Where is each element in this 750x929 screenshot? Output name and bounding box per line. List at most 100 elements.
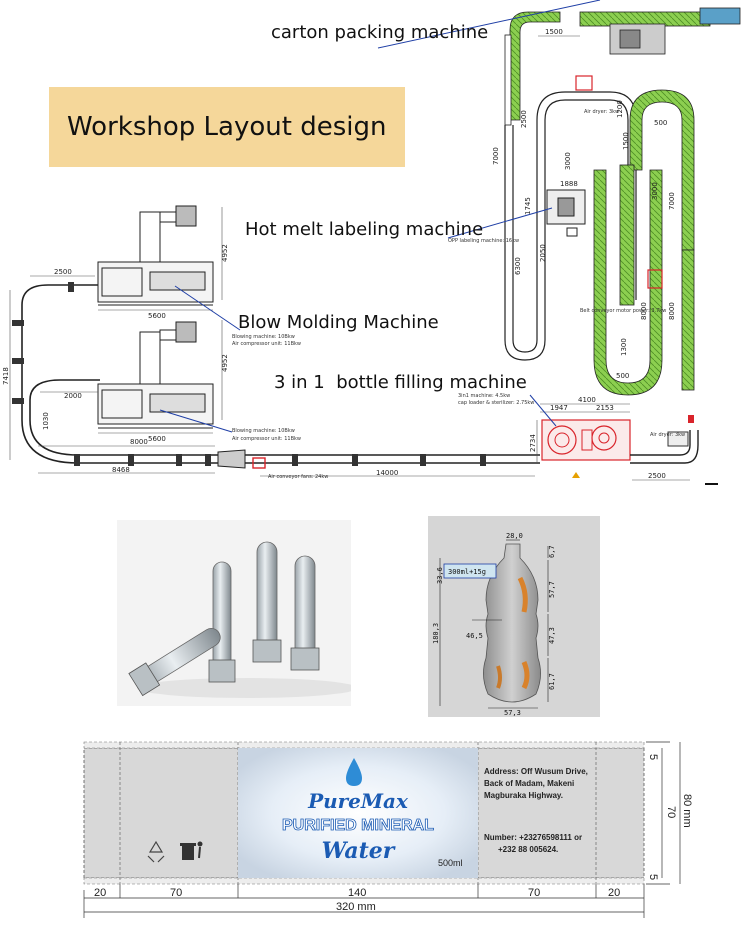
bottle-dim-61-7: 61,7 — [548, 673, 556, 690]
water-label-template: PureMax PURIFIED MINERAL Water 500ml Add… — [83, 741, 693, 918]
dim-seg-5: 20 — [608, 887, 620, 899]
note-filling-a: 3in1 machine: 4.5kw — [458, 393, 510, 399]
dim-5600-a: 5600 — [148, 312, 166, 320]
bottle-dim-33-6: 33,6 — [436, 567, 444, 584]
dim-margin-bottom: 5 — [647, 874, 659, 880]
workshop-layout-drawing: 2500 5600 5600 4952 4952 2000 8000 8468 … — [2, 0, 741, 485]
carton-packing-machine — [579, 7, 741, 55]
note-dryer2: Air dryer: 3kw — [650, 432, 685, 438]
dim-7000-b: 7000 — [668, 192, 676, 210]
air-dryer-box — [667, 431, 689, 447]
brand-puremax: PureMax — [307, 789, 409, 813]
recycle-icon — [147, 840, 165, 863]
filling-machine — [541, 419, 631, 478]
dim-height: 80 mm — [681, 794, 693, 828]
phone-line-2: +232 88 005624. — [498, 845, 558, 854]
preform-tube-1 — [208, 561, 236, 683]
white-conveyor-loop — [504, 91, 637, 361]
dim-seg-4: 70 — [528, 887, 540, 899]
dim-2734: 2734 — [529, 434, 537, 452]
dim-2500-c: 2500 — [520, 110, 528, 128]
dim-7418: 7418 — [2, 367, 10, 385]
preform-tube-2 — [252, 541, 282, 663]
dim-8468: 8468 — [112, 466, 130, 474]
dim-inner-height: 70 — [665, 806, 677, 818]
callout-lines — [159, 0, 601, 433]
dim-8000-b: 8000 — [668, 302, 676, 320]
label-filling-machine: 3 in 1 bottle filling machine — [274, 372, 527, 393]
label-carton-packing: carton packing machine — [271, 22, 488, 43]
dim-1200: 1200 — [616, 100, 624, 118]
note-labeling: OPP labeling machine: 16kw — [448, 238, 519, 244]
bottle-dim-57-7: 57,7 — [548, 581, 556, 598]
label-hot-melt-labeling: Hot melt labeling machine — [245, 219, 483, 240]
dim-14000: 14000 — [376, 469, 398, 477]
label-blow-molding: Blow Molding Machine — [238, 312, 439, 333]
bottle-dim-46-5: 46,5 — [466, 632, 483, 640]
dim-1947: 1947 — [550, 404, 568, 412]
dim-seg-3: 140 — [348, 887, 366, 899]
dim-seg-2: 70 — [170, 887, 182, 899]
air-dryer-1 — [575, 75, 593, 91]
note-blow2b: Air compressor unit: 11Bkw — [232, 341, 301, 347]
dim-1500-b: 1500 — [622, 132, 630, 150]
note-belt: Belt conveyor motor power: 3.7kw — [580, 308, 666, 314]
green-conveyor-left-loop — [504, 11, 561, 126]
red-marker — [688, 415, 694, 423]
dim-3000: 3000 — [564, 152, 572, 170]
dim-1745: 1745 — [524, 197, 532, 215]
note-fans: Air conveyor fans: 24kw — [268, 474, 328, 480]
phone-line-1: Number: +23276598111 or — [484, 833, 582, 842]
address-line-1: Address: Off Wusum Drive, — [484, 767, 588, 776]
dim-7000: 7000 — [492, 147, 500, 165]
dim-1888: 1888 — [560, 180, 578, 188]
green-conveyor-right-loop — [593, 89, 695, 396]
dim-1030: 1030 — [42, 412, 50, 430]
belt-conveyor-motor — [647, 269, 663, 289]
blow-molding-machine-1 — [97, 205, 214, 306]
dim-1500: 1500 — [545, 28, 563, 36]
air-fan-red-box — [252, 457, 266, 469]
labeling-machine — [546, 189, 586, 237]
bottle-dim-180-3: 180,3 — [432, 623, 440, 644]
dim-2500-b: 2500 — [648, 472, 666, 480]
note-blow1b: Air compressor unit: 11Bkw — [232, 436, 301, 442]
note-filling-b: cap loader & sterilizer: 2.75kw — [458, 400, 534, 406]
bottle-dim-28: 28,0 — [506, 532, 523, 540]
bottle-dim-47-3: 47,3 — [548, 627, 556, 644]
dim-6300: 6300 — [514, 257, 522, 275]
dim-500-a: 500 — [654, 119, 667, 127]
dim-2500: 2500 — [54, 268, 72, 276]
dim-margin-top: 5 — [647, 754, 659, 760]
dim-2000: 2000 — [64, 392, 82, 400]
trash-bin-icon — [180, 841, 203, 860]
water-drop-icon — [346, 758, 362, 786]
bottle-drawing: 300ml+15g 28,0 6,7 33,6 57,7 46,5 47,3 1… — [428, 516, 600, 717]
address-line-2: Back of Madam, Makeni — [484, 779, 574, 788]
dim-seg-1: 20 — [94, 887, 106, 899]
bottle-capacity: 300ml+15g — [448, 568, 486, 576]
filling-output-conveyor — [630, 430, 699, 464]
bottle-dim-6-7: 6,7 — [548, 545, 556, 558]
brand-purified-mineral: PURIFIED MINERAL — [282, 817, 434, 834]
preform-tube-3 — [290, 555, 320, 671]
dim-2050: 2050 — [539, 244, 547, 262]
dim-500-b: 500 — [616, 372, 629, 380]
dim-5600-b: 5600 — [148, 435, 166, 443]
dim-1300: 1300 — [620, 338, 628, 356]
preform-tube-lying — [128, 628, 221, 697]
dim-4952-a: 4952 — [221, 244, 229, 262]
note-blow2a: Blowing machine: 10Bkw — [232, 334, 295, 340]
address-line-3: Magburaka Highway. — [484, 791, 563, 800]
dim-8000: 8000 — [130, 438, 148, 446]
dimension-lines — [9, 35, 690, 481]
label-volume: 500ml — [438, 858, 463, 868]
dim-4100: 4100 — [578, 396, 596, 404]
workshop-layout-title: Workshop Layout design — [49, 87, 405, 167]
dim-2153: 2153 — [596, 404, 614, 412]
bottle-dim-57-3: 57,3 — [504, 709, 521, 717]
brand-water: Water — [322, 838, 396, 864]
preform-photo — [117, 520, 351, 706]
dim-4952-b: 4952 — [221, 354, 229, 372]
note-blow1a: Blowing machine: 10Bkw — [232, 428, 295, 434]
